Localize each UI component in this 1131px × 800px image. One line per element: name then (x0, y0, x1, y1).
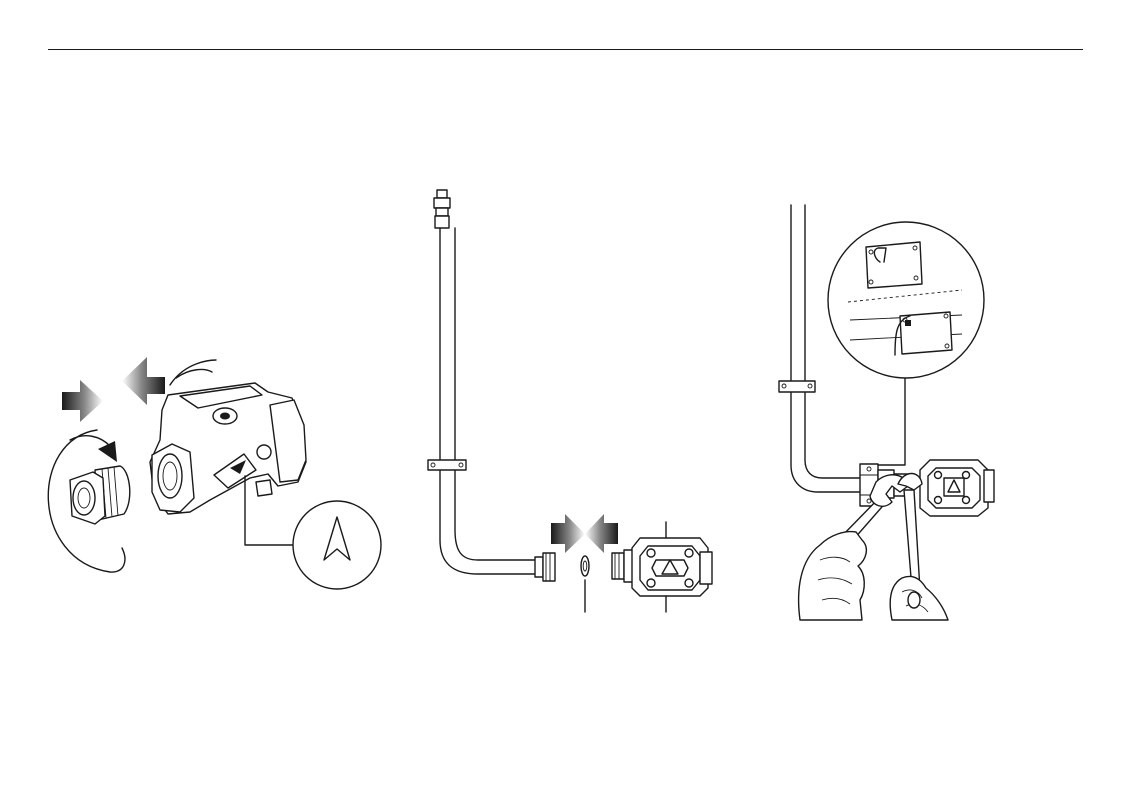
gasket (581, 556, 589, 612)
bracket-detail-icon (828, 222, 984, 378)
figure-1-valve-adapter (48, 357, 381, 589)
pipe-top-nut (434, 190, 450, 228)
valve-body (150, 360, 306, 545)
push-together-arrows-icon (551, 514, 618, 553)
pipe-bracket (779, 381, 815, 392)
pipe-bracket (428, 460, 466, 470)
figure-2-pipe-connection (428, 190, 712, 612)
pipe-end-fitting (535, 553, 555, 581)
push-together-arrows-icon (62, 357, 165, 422)
right-hand (890, 576, 948, 620)
adapter-fitting (70, 466, 130, 524)
left-hand (799, 532, 867, 620)
valve-front (612, 522, 712, 612)
figure-3-wrench-tightening (779, 205, 994, 620)
flow-direction-detail (293, 501, 381, 589)
pipe (440, 228, 535, 574)
